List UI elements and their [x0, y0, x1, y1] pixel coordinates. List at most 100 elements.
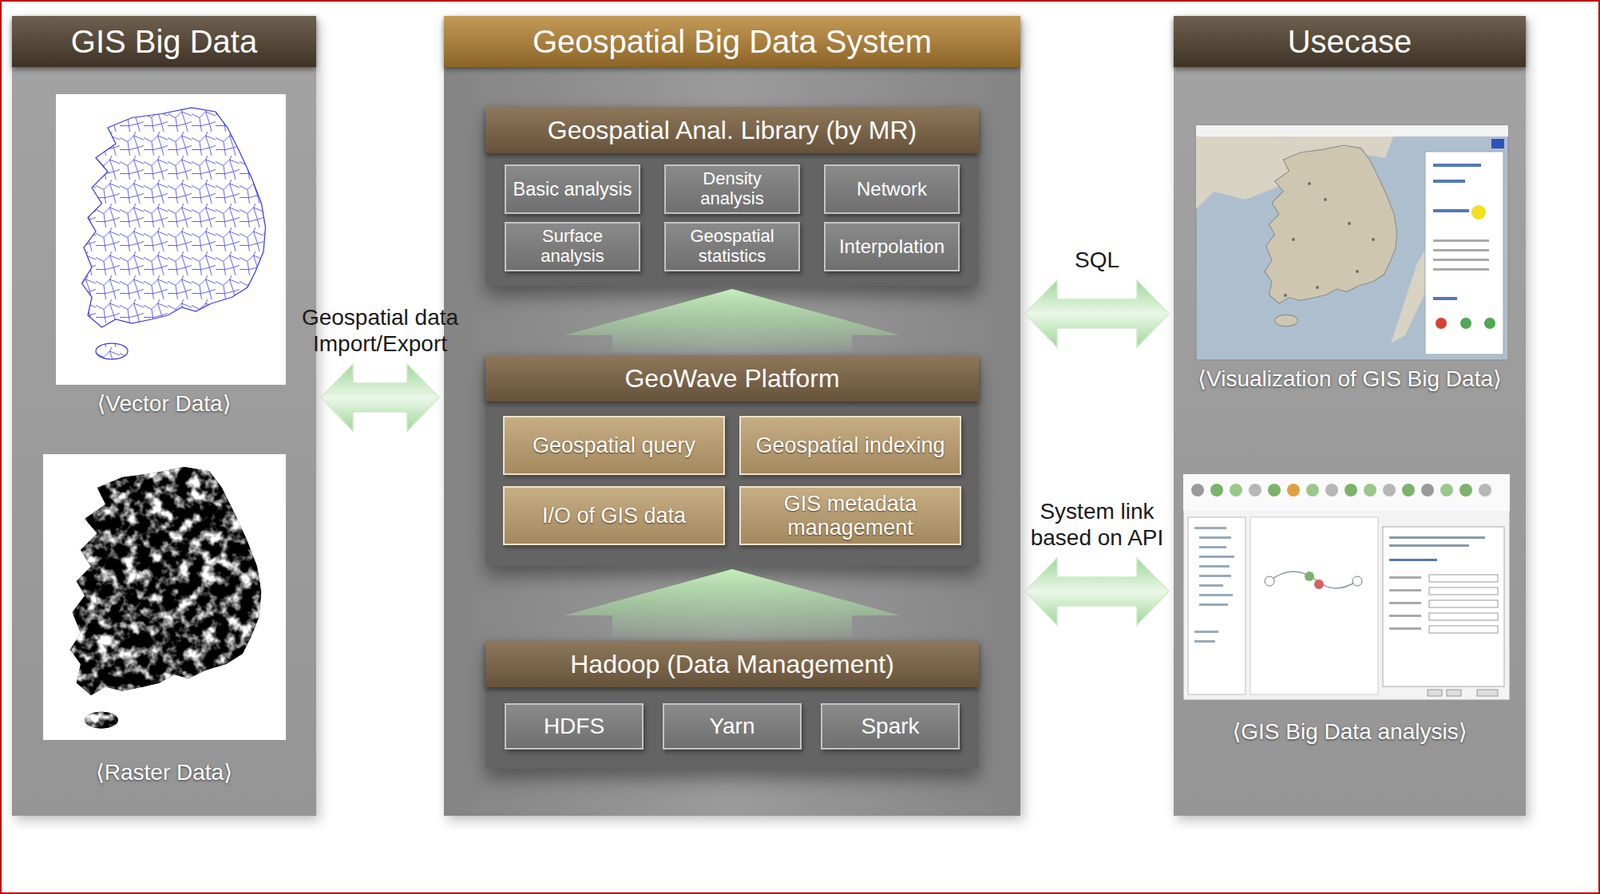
button	[1427, 689, 1442, 697]
raster-map	[43, 454, 286, 741]
toolbar	[1183, 474, 1510, 511]
map-ground	[43, 454, 286, 741]
figure-caption: ⟨Vector Data⟩	[35, 389, 293, 419]
panel-bar	[1433, 209, 1470, 213]
panel-bars	[1433, 163, 1490, 301]
map-point	[1283, 293, 1288, 298]
input-box	[1429, 587, 1498, 595]
model-node	[1314, 579, 1324, 590]
panel-bar	[1433, 249, 1490, 252]
module-label: Density analysis	[672, 169, 793, 209]
tree-line	[1199, 574, 1232, 578]
tool-icon	[1401, 483, 1415, 497]
flow-arrow	[564, 569, 900, 638]
sea	[1196, 125, 1509, 361]
tool-icon	[1478, 483, 1492, 497]
workflow-step	[1435, 317, 1447, 329]
tree-panel	[1188, 517, 1246, 695]
elevation-raster	[70, 467, 262, 729]
tool-icon	[1191, 483, 1204, 497]
form-panel	[1382, 526, 1505, 687]
system-panel: Geospatial Big Data SystemGeospatial Ana…	[443, 15, 1021, 816]
input-box	[1429, 600, 1498, 608]
form-line	[1389, 544, 1470, 547]
platform-function-box: I/O of GIS data	[502, 486, 725, 546]
platform-function-box: Geospatial indexing	[739, 415, 962, 476]
figure-caption: ⟨Raster Data⟩	[35, 758, 293, 788]
panel-bar	[1433, 268, 1490, 271]
data-figure: ⟨Raster Data⟩	[35, 451, 293, 804]
usecase-figure: ⟨GIS Big Data analysis⟩	[1173, 467, 1526, 755]
tree-line	[1199, 546, 1227, 549]
title-bar	[1196, 125, 1509, 137]
form-line	[1389, 558, 1438, 562]
highlight	[1471, 205, 1486, 220]
panel-bar	[1433, 258, 1490, 262]
korea-map	[1264, 145, 1398, 327]
map-point	[1291, 237, 1296, 242]
module-label: Network	[856, 178, 927, 201]
platform-function-box: Geospatial query	[502, 415, 725, 476]
double-arrow	[320, 364, 440, 432]
module-label: I/O of GIS data	[542, 503, 686, 528]
tool-icon	[1210, 483, 1224, 497]
map-points	[1283, 182, 1375, 298]
layer-heading: GeoWave Platform	[485, 355, 979, 402]
tool-icon	[1344, 483, 1358, 497]
map-point	[1347, 221, 1351, 226]
layer-panel: GeoWave PlatformGeospatial query Geospati…	[485, 355, 979, 567]
tree-line	[1199, 555, 1235, 559]
analysis-screenshot	[1183, 474, 1510, 701]
tree-lines	[1194, 526, 1235, 643]
tool-icon	[1421, 483, 1434, 497]
window	[1183, 474, 1510, 701]
korea-shape	[1264, 145, 1398, 327]
data-figure: ⟨Vector Data⟩	[35, 92, 293, 436]
map-point	[1323, 198, 1327, 202]
vector-map	[55, 94, 286, 385]
model-canvas	[1250, 517, 1379, 695]
edge-label: System link based on API	[1017, 498, 1177, 552]
tree-line	[1199, 603, 1228, 606]
input-box	[1429, 574, 1498, 583]
district-lines	[82, 107, 266, 360]
tool-icon	[1248, 483, 1262, 497]
map-point	[1315, 285, 1319, 290]
double-arrow	[1025, 280, 1169, 348]
module-label: HDFS	[543, 713, 605, 739]
tool-icon	[1287, 483, 1300, 497]
layer-heading: Geospatial Anal. Library (by MR)	[485, 106, 979, 154]
panel-bar	[1433, 239, 1490, 242]
module-box: Network	[823, 164, 960, 214]
tool-icon	[1306, 483, 1319, 497]
workflow-step	[1484, 317, 1496, 329]
panel-bar	[1433, 179, 1466, 183]
tool-icon	[1459, 483, 1473, 497]
map-point	[1307, 182, 1311, 186]
panel-bar	[1433, 163, 1482, 167]
map-ground	[55, 94, 286, 385]
map-point	[1371, 237, 1375, 242]
module-label: Surface analysis	[512, 226, 633, 266]
model-link	[1269, 571, 1358, 589]
figure-caption: ⟨GIS Big Data analysis⟩	[1173, 717, 1526, 747]
form-line	[1389, 589, 1422, 592]
form-line	[1389, 614, 1422, 618]
button	[1477, 689, 1498, 697]
module-box: HDFS	[504, 703, 644, 750]
connectors	[320, 280, 1169, 638]
module-label: Geospatial query	[532, 433, 696, 458]
form-line	[1389, 576, 1422, 579]
module-label: Yarn	[708, 713, 755, 739]
source-panel: GIS Big Data ⟨Vector Data⟩ ⟨Raster Data⟩	[11, 15, 317, 816]
visualization-screenshot	[1196, 125, 1509, 361]
land	[1196, 136, 1310, 210]
tool-icon	[1325, 483, 1339, 497]
tree-line	[1199, 594, 1233, 597]
module-label: Interpolation	[839, 236, 945, 258]
edge-label-holder: System link based on API	[1017, 498, 1177, 552]
panel-heading: GIS Big Data	[11, 15, 317, 68]
korea-outline	[82, 107, 266, 360]
